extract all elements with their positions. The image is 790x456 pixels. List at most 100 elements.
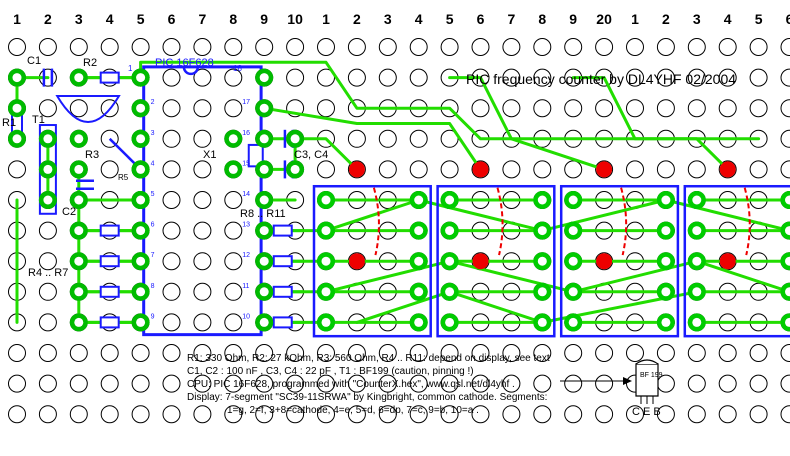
hole: [38, 374, 57, 393]
display-red-pad: [719, 253, 736, 270]
display-pad-hole: [321, 195, 331, 205]
hole: [224, 282, 243, 301]
column-label: 3: [693, 11, 701, 27]
hole: [100, 374, 119, 393]
hole: [224, 344, 243, 362]
hole: [38, 252, 57, 271]
display-pad-hole: [445, 317, 455, 327]
display-pad-hole: [692, 256, 702, 266]
hole: [162, 129, 181, 148]
hole: [718, 38, 737, 56]
hole: [193, 252, 212, 271]
display-pad-hole: [568, 195, 578, 205]
hole: [69, 405, 88, 424]
hole: [286, 38, 305, 56]
trace: [448, 76, 606, 171]
pic-pad-left-hole: [136, 287, 146, 297]
hole: [162, 374, 181, 393]
hole: [286, 344, 305, 362]
display-pad-hole: [537, 287, 547, 297]
hole: [162, 99, 181, 118]
hole: [409, 68, 428, 87]
display-red-pad: [348, 161, 365, 178]
hole: [347, 38, 366, 56]
component-pad-hole: [12, 134, 22, 144]
hole: [409, 405, 428, 424]
hole: [378, 160, 397, 179]
cap-pad-hole: [290, 134, 300, 144]
hole: [224, 313, 243, 332]
x1-label: X1: [203, 149, 216, 161]
pic-pad-right-hole: [259, 134, 269, 144]
hole: [162, 313, 181, 332]
hole: [687, 38, 706, 56]
hole: [564, 344, 583, 362]
hole: [687, 68, 706, 87]
component-pad-hole: [43, 134, 53, 144]
hole: [564, 38, 583, 56]
hole: [749, 344, 768, 362]
hole: [8, 38, 26, 56]
hole: [38, 38, 57, 56]
pic-pad-right-hole: [259, 287, 269, 297]
display-pad-hole: [537, 195, 547, 205]
hole: [347, 405, 366, 424]
hole: [255, 344, 274, 362]
display-pad-hole: [568, 226, 578, 236]
hole: [193, 99, 212, 118]
hole: [440, 405, 459, 424]
hole: [595, 344, 614, 362]
hole: [193, 405, 212, 424]
component-pad-hole: [12, 73, 22, 83]
column-label: 2: [353, 11, 361, 27]
component-pad-hole: [43, 195, 53, 205]
hole: [286, 405, 305, 424]
hole: [347, 68, 366, 87]
pic-pin1-label: 1: [128, 64, 133, 73]
trace: [355, 290, 699, 324]
hole: [38, 282, 57, 301]
hole: [533, 160, 552, 179]
column-label: 1: [13, 11, 21, 27]
hole: [502, 374, 521, 393]
component-pad-hole: [74, 73, 84, 83]
pic-pin-number-right: 11: [242, 283, 249, 290]
hole: [626, 405, 644, 424]
column-label: 10: [287, 11, 303, 27]
hole: [533, 68, 552, 87]
hole: [533, 405, 552, 424]
display-dp-outline: [620, 187, 628, 256]
r8-r11-label: R8 .. R11: [240, 208, 286, 220]
hole: [100, 160, 119, 179]
hole: [255, 38, 274, 56]
hole: [100, 38, 119, 56]
hole: [656, 344, 675, 362]
hole: [347, 344, 366, 362]
hole: [780, 99, 790, 118]
hole: [656, 38, 675, 56]
display-pad-hole: [785, 226, 790, 236]
hole: [502, 160, 521, 179]
hole: [378, 68, 397, 87]
hole: [626, 38, 644, 56]
r3-label: R3: [85, 149, 99, 161]
column-label: 6: [168, 11, 176, 27]
hole: [780, 160, 790, 179]
transistor-marking: BF 199: [640, 372, 663, 379]
pic-pin-number-left: 3: [151, 130, 155, 137]
r8-r11-resistor: [272, 316, 293, 329]
r4-r7-resistor: [99, 285, 120, 298]
display-red-pad: [596, 161, 613, 178]
hole: [471, 405, 490, 424]
hole: [533, 374, 552, 393]
hole: [8, 374, 26, 393]
hole: [378, 38, 397, 56]
t1-label: T1: [32, 114, 45, 126]
display-pad-hole: [661, 287, 671, 297]
pic-pad-left-hole: [136, 73, 146, 83]
display-pad-hole: [321, 287, 331, 297]
column-label: 3: [384, 11, 392, 27]
hole: [409, 38, 428, 56]
pic-pad-right-hole: [259, 73, 269, 83]
